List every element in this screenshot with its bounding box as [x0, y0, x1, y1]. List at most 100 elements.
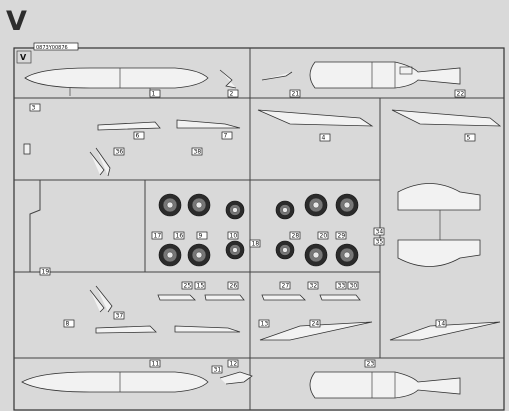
part-number-label: 15: [197, 283, 205, 290]
part-number-label: 29: [338, 233, 346, 240]
part-number-label: 34: [376, 229, 384, 236]
part-number-tag: 1: [149, 89, 161, 98]
drop-tank-top-left: [24, 67, 209, 89]
bar-part-left: [97, 121, 161, 131]
part-number-label: 19: [42, 269, 50, 276]
part-number-label: 18: [252, 241, 260, 248]
part-number-tag: 33: [335, 281, 347, 290]
part-number-label: 12: [230, 361, 238, 368]
part-number-tag: 23: [364, 359, 376, 368]
sprue-header-tag-text: 0873Y00876: [36, 45, 68, 51]
wheel-row-lower: [158, 240, 359, 267]
part-number-tag: 28: [289, 231, 301, 240]
fin-part-lower-mid: [259, 321, 373, 341]
bomb-bottom-right: [309, 371, 461, 399]
part-number-tag: 10: [227, 231, 239, 240]
fin-part-mid: [257, 109, 374, 127]
part-number-label: 27: [282, 283, 290, 290]
fin-part-lower-right: [389, 321, 501, 341]
part-number-label: 35: [376, 239, 384, 246]
corner-tab-letter: V: [20, 53, 27, 62]
part-number-tag: 6: [133, 131, 145, 140]
sprue-letter: V: [6, 6, 27, 37]
strut-top-middle: [219, 69, 237, 89]
part-number-label: 36: [116, 149, 124, 156]
part-number-tag: 11: [149, 359, 161, 368]
small-bar-3: [261, 294, 306, 301]
bar-part-right: [176, 119, 241, 129]
part-number-label: 6: [136, 133, 140, 140]
pylon-lower-right: [397, 239, 481, 267]
bar-part-lower-left: [95, 325, 157, 334]
part-number-tag: 27: [279, 281, 291, 290]
sprue-outer-frame: [13, 47, 505, 411]
part-number-tag: 15: [194, 281, 206, 290]
part-number-tag: 30: [347, 281, 359, 290]
part-number-label: 32: [310, 283, 318, 290]
bar-part-lower-right: [174, 325, 241, 333]
part-number-tag: 9: [196, 231, 208, 240]
part-number-label: 38: [194, 149, 202, 156]
part-number-label: 1: [152, 91, 156, 98]
part-number-tag: 8: [63, 319, 75, 328]
bomb-top-right: [309, 61, 461, 89]
part-number-label: 9: [199, 233, 203, 240]
part-number-label: 14: [438, 321, 446, 328]
gear-leg-upper: [89, 147, 111, 177]
fin-part-right: [391, 109, 502, 127]
pylon-upper-right: [397, 183, 481, 211]
part-number-label: 23: [367, 361, 375, 368]
part-number-label: 3: [32, 105, 36, 112]
rod-top-middle: [261, 71, 293, 81]
part-number-tag: 20: [317, 231, 329, 240]
part-number-tag: 19: [39, 267, 51, 276]
part-number-label: 13: [261, 321, 269, 328]
part-number-tag: 24: [309, 319, 321, 328]
part-number-label: 24: [312, 321, 320, 328]
small-bar-1: [157, 294, 196, 301]
small-pin-left: [23, 143, 31, 155]
part-number-label: 10: [230, 233, 238, 240]
part-number-label: 8: [66, 321, 70, 328]
small-bar-4: [319, 294, 361, 301]
part-number-label: 7: [224, 133, 228, 140]
part-number-tag: 38: [191, 147, 203, 156]
wheel-row-upper: [158, 193, 359, 220]
part-number-tag: 25: [181, 281, 193, 290]
part-number-label: 16: [176, 233, 184, 240]
runner-left-bend: [29, 180, 41, 272]
part-number-tag: 32: [307, 281, 319, 290]
sprue-header-tag: [33, 42, 79, 51]
part-number-tag: 29: [335, 231, 347, 240]
part-number-tag: 12: [227, 359, 239, 368]
part-number-tag: 26: [227, 281, 239, 290]
part-number-label: 25: [184, 283, 192, 290]
gear-leg-lower: [89, 285, 113, 313]
part-number-tag: 37: [113, 311, 125, 320]
part-number-label: 33: [338, 283, 346, 290]
part-number-label: 5: [467, 135, 471, 142]
part-number-tag: 34: [373, 227, 385, 236]
part-number-tag: 5: [464, 133, 476, 142]
part-number-tag: 14: [435, 319, 447, 328]
part-number-label: 21: [292, 91, 300, 98]
part-number-tag: 3: [29, 103, 41, 112]
part-number-tag: 7: [221, 131, 233, 140]
part-number-tag: 4: [319, 133, 331, 142]
part-number-tag: 36: [113, 147, 125, 156]
part-number-label: 30: [350, 283, 358, 290]
part-number-tag: 17: [151, 231, 163, 240]
part-number-tag: 2: [227, 89, 239, 98]
part-number-label: 22: [457, 91, 465, 98]
part-number-label: 17: [154, 233, 162, 240]
part-number-label: 4: [322, 135, 326, 142]
part-number-label: 37: [116, 313, 124, 320]
part-number-label: 20: [320, 233, 328, 240]
part-number-tag: 21: [289, 89, 301, 98]
part-number-tag: 16: [173, 231, 185, 240]
small-bar-2: [204, 294, 245, 301]
part-number-label: 11: [152, 361, 160, 368]
part-number-label: 26: [230, 283, 238, 290]
